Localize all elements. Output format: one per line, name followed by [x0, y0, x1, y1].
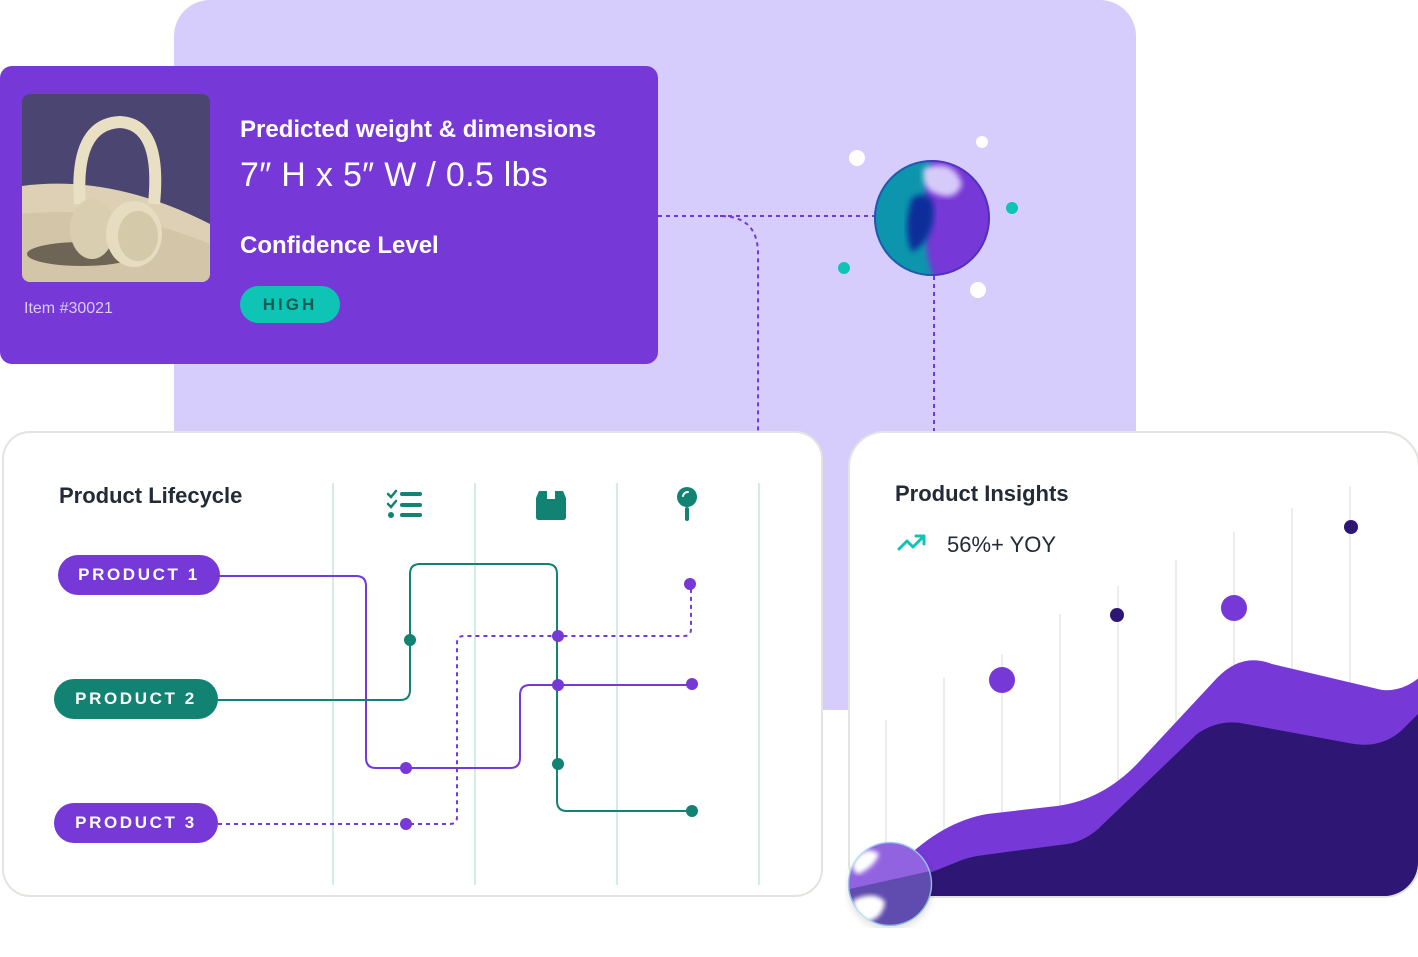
ai-orb-small-icon	[847, 841, 933, 928]
confidence-title: Confidence Level	[240, 232, 439, 259]
lifecycle-routes	[216, 483, 760, 885]
checklist-icon	[386, 489, 422, 518]
ai-orb-icon	[874, 160, 990, 276]
prediction-card: Item #30021 Predicted weight & dimension…	[0, 66, 658, 364]
confidence-badge: HIGH	[240, 286, 340, 323]
trending-up-icon	[897, 534, 926, 551]
insights-title: Product Insights	[895, 481, 1069, 506]
product-1-pill[interactable]: PRODUCT 1	[58, 555, 220, 595]
product-2-pill[interactable]: PRODUCT 2	[54, 679, 218, 719]
map-pin-icon	[677, 487, 697, 521]
trend-value: 56%+ YOY	[947, 532, 1057, 557]
lifecycle-title: Product Lifecycle	[59, 483, 243, 508]
package-icon	[536, 491, 566, 520]
product-insights-card: Product Insights 56%+ YOY	[848, 431, 1418, 898]
product-image	[22, 94, 210, 282]
insights-chart	[885, 486, 1418, 896]
product-3-pill[interactable]: PRODUCT 3	[54, 803, 218, 843]
route-nodes	[400, 578, 698, 830]
product-lifecycle-card: Product Lifecycle	[2, 431, 823, 897]
item-id: Item #30021	[24, 300, 113, 317]
prediction-value: 7″ H x 5″ W / 0.5 lbs	[240, 156, 549, 194]
prediction-title: Predicted weight & dimensions	[240, 116, 597, 143]
